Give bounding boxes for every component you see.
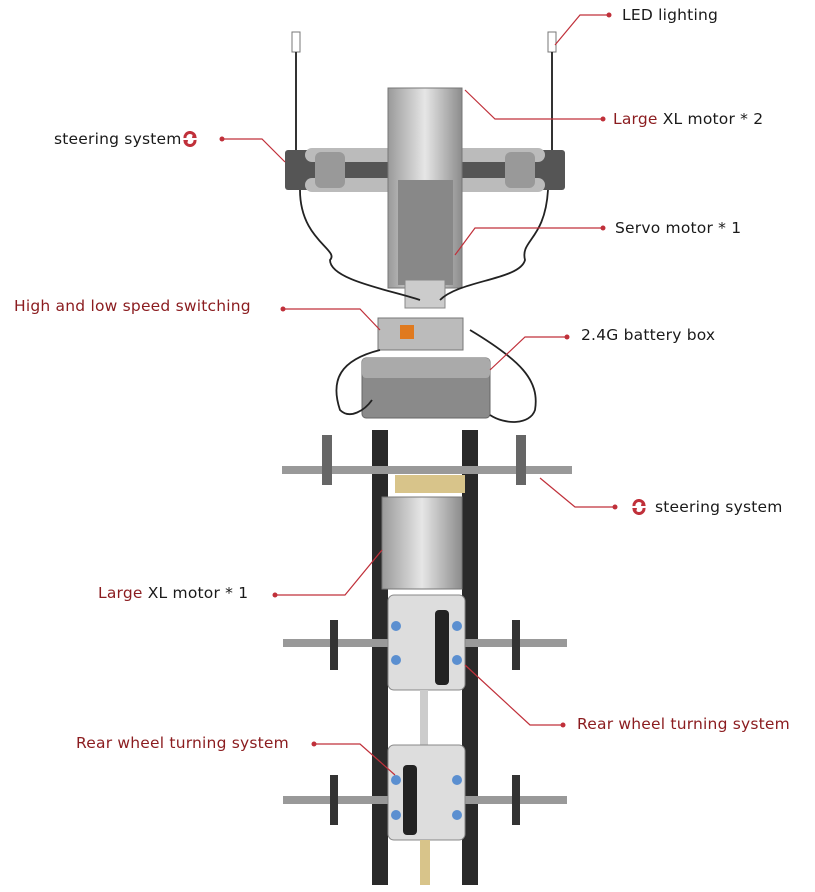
- label-xl-motor-1-red: Large: [98, 584, 143, 602]
- label-xl-motor-2-red: Large: [613, 110, 658, 128]
- label-xl-motor-2: Large XL motor * 2: [613, 110, 763, 128]
- label-steering-left-text: steering system: [54, 130, 182, 148]
- label-steering-right-text: steering system: [655, 498, 783, 516]
- rotate-arrows-icon: [632, 499, 646, 515]
- leader-lines: [222, 14, 615, 776]
- label-xl-motor-2-rest: XL motor * 2: [657, 110, 764, 128]
- label-led-lighting: LED lighting: [622, 6, 719, 24]
- chassis-rail-right: [462, 430, 478, 885]
- label-steering-left: steering system: [54, 130, 198, 148]
- label-servo-motor: Servo motor * 1: [615, 219, 742, 237]
- label-speed-switching: High and low speed switching: [14, 297, 251, 315]
- led-light-left: [291, 31, 301, 155]
- label-xl-motor-1: Large XL motor * 1: [98, 584, 248, 602]
- label-xl-motor-1-rest: XL motor * 1: [142, 584, 249, 602]
- speed-switch: [377, 317, 464, 351]
- rear-turning-assembly-1: [283, 594, 567, 691]
- xl-motor-rear: [381, 496, 463, 590]
- label-battery-box: 2.4G battery box: [581, 326, 716, 344]
- rotate-arrows-icon: [182, 131, 197, 147]
- label-steering-right: steering system: [631, 498, 783, 516]
- label-rear-wheel-left: Rear wheel turning system: [76, 734, 289, 752]
- rear-turning-assembly-2: [283, 744, 567, 885]
- led-light-right: [547, 31, 557, 155]
- front-axle: [282, 435, 572, 493]
- servo-motor: [398, 180, 453, 285]
- label-rear-wheel-right: Rear wheel turning system: [577, 715, 790, 733]
